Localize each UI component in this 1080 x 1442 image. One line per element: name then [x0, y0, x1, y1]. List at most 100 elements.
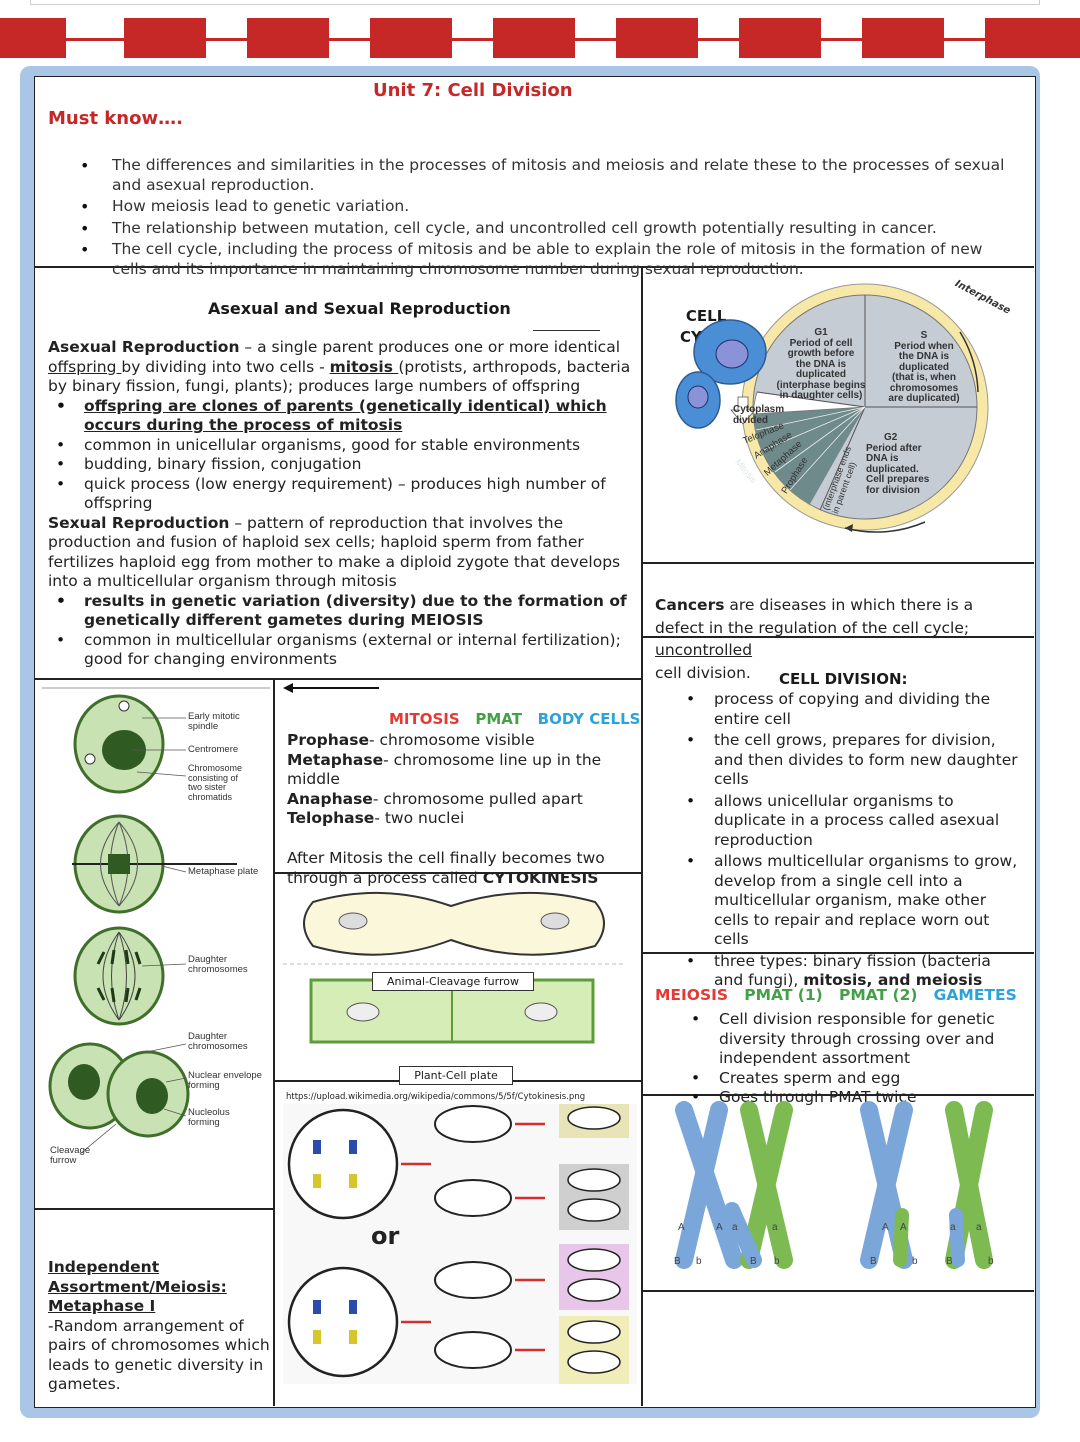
text: Telophase: [287, 809, 375, 827]
cell-division-heading: CELL DIVISION:: [779, 670, 908, 688]
label-line: Cell prepares: [866, 474, 930, 485]
asexual-points: offspring are clones of parents (genetic…: [48, 397, 632, 514]
text: – a single parent produces one or more i…: [239, 338, 620, 356]
text: cell division.: [655, 663, 751, 682]
pointer: [165, 1077, 187, 1083]
centrosome: [118, 700, 130, 712]
s-label: S Period when the DNA is duplicated (tha…: [880, 330, 968, 405]
label-line: Period when: [894, 340, 954, 352]
text: MEIOSIS: [655, 986, 729, 1004]
banner-block: [985, 18, 1080, 58]
phase-row: Anaphase- chromosome pulled apart: [287, 790, 627, 810]
label-line: growth before: [787, 348, 855, 359]
gamete: [567, 1320, 621, 1344]
banner-block: [124, 18, 206, 58]
allele-label: B: [870, 1256, 877, 1267]
label-line: the DNA is: [898, 351, 950, 362]
allele-label: A: [678, 1222, 685, 1233]
reproduction-heading: Asexual and Sexual Reproduction: [208, 299, 511, 318]
text: - chromosome pulled apart: [372, 789, 583, 808]
image-url: https://upload.wikimedia.org/wikipedia/c…: [286, 1092, 586, 1102]
pointer: [163, 1108, 187, 1117]
nucleus: [715, 339, 749, 369]
chromosomes: [108, 854, 130, 874]
arrow-left-icon: [283, 683, 379, 693]
chromosome: [313, 1140, 321, 1154]
chromosome: [349, 1330, 357, 1344]
list-item: allows multicellular organisms to grow, …: [678, 852, 1023, 950]
divider: [641, 1290, 1034, 1292]
cell: [434, 1331, 512, 1369]
rule: [533, 330, 600, 331]
banner-block: [616, 18, 698, 58]
mitosis-phases: Prophase- chromosome visible Metaphase- …: [287, 731, 627, 829]
cycle-arrow: [959, 331, 979, 393]
g2-label: G2 Period after DNA is duplicated. Cell …: [866, 432, 946, 496]
cell: [434, 1179, 512, 1217]
text: PMAT (1): [744, 986, 823, 1004]
nucleus: [540, 912, 570, 930]
gamete: [567, 1168, 621, 1192]
arrowhead: [845, 524, 853, 532]
text: After Mitosis the cell finally becomes t…: [287, 849, 605, 887]
label-line: G1: [814, 327, 828, 338]
label-line: (that is, when: [892, 372, 956, 383]
chromosomes: [102, 730, 146, 770]
cytoplasm-label: Cytoplasm divided: [733, 404, 784, 426]
chromosome: [740, 1101, 793, 1269]
cytokinesis-diagram: [283, 891, 623, 1044]
list-item: The differences and similarities in the …: [80, 156, 1020, 195]
label-line: are duplicated): [888, 393, 960, 404]
chromosomes: [96, 949, 142, 1003]
independent-assortment-diagram: or: [283, 1104, 637, 1384]
top-border: [30, 0, 1040, 5]
allele-label: b: [988, 1256, 994, 1267]
cell-division-points: process of copying and dividing the enti…: [678, 690, 1023, 991]
text: GAMETES: [933, 986, 1017, 1004]
divider: [273, 872, 641, 874]
gamete: [567, 1248, 621, 1272]
sector-line: [789, 406, 866, 491]
cell-cycle-diagram: [675, 283, 989, 533]
divider: [641, 266, 643, 1406]
allele-label: a: [950, 1222, 956, 1233]
centrosome: [84, 753, 96, 765]
cytokinesis-text: After Mitosis the cell finally becomes t…: [287, 849, 617, 888]
diagram-label: Early mitotic spindle: [188, 711, 240, 732]
cycle-arrow: [844, 521, 926, 533]
label-line: Period after: [866, 442, 922, 454]
allele-label: a: [976, 1222, 982, 1233]
nucleus: [346, 1002, 380, 1022]
description: -Random arrangement of pairs of chromoso…: [48, 1316, 270, 1394]
banner-block: [370, 18, 452, 58]
phase-row: Metaphase- chromosome line up in the mid…: [287, 751, 627, 790]
pointer: [136, 771, 187, 777]
list-item: process of copying and dividing the enti…: [678, 690, 1023, 729]
sector-line: [755, 406, 866, 431]
gamete: [567, 1198, 621, 1222]
divider: [641, 636, 1034, 638]
cell: [73, 926, 165, 1026]
diagram-label: Nucleolus forming: [188, 1107, 230, 1128]
text: (protists, arthropods, bacteria by binar…: [48, 357, 631, 396]
chromosome: [675, 1101, 728, 1269]
allele-label: A: [716, 1222, 723, 1233]
nucleus: [68, 1064, 100, 1100]
nucleus: [524, 1002, 558, 1022]
diagram-label: Metaphase plate: [188, 866, 259, 877]
divider: [641, 562, 1034, 564]
cell: [434, 1105, 512, 1143]
text: are diseases in which there is a defect …: [655, 596, 974, 637]
list-item: allows unicellular organisms to duplicat…: [678, 792, 1023, 851]
animal-caption: Animal-Cleavage furrow: [372, 972, 534, 991]
label-line: S: [920, 330, 928, 341]
chromosome: [949, 1208, 965, 1267]
label-line: in daughter cells): [779, 390, 863, 401]
gamete: [567, 1278, 621, 1302]
chromosome: [724, 1202, 762, 1268]
g1-label: G1 Period of cell growth before the DNA …: [775, 327, 867, 402]
allele-label: a: [772, 1222, 778, 1233]
text: Metaphase: [287, 750, 384, 769]
divider: [34, 678, 641, 680]
chromosome: [860, 1101, 913, 1269]
